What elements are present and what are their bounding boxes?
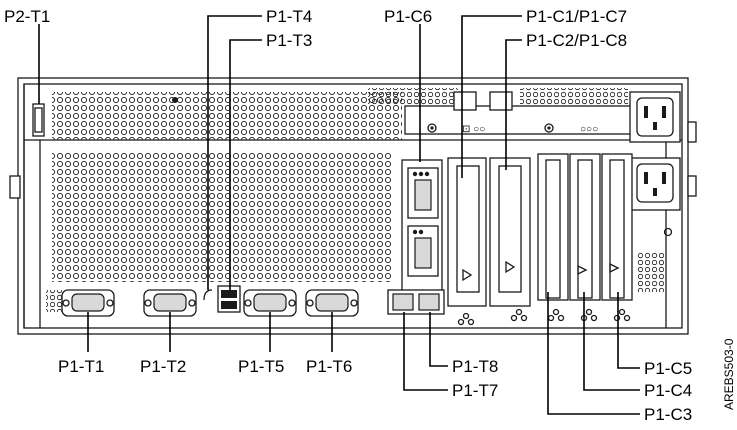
- lower-vent-grill: [52, 152, 392, 282]
- p1-c6-network-card: [402, 160, 442, 296]
- label-p1-c3: P1-C3: [644, 405, 692, 424]
- label-p1-c2-c8: P1-C2/P1-C8: [526, 31, 627, 50]
- label-p1-t4: P1-T4: [266, 7, 312, 26]
- slot-p1-c1-c7: [448, 158, 486, 306]
- label-p1-t5: P1-T5: [238, 357, 284, 376]
- ethernet-ports: [388, 290, 444, 314]
- svg-text:○○○: ○○○: [580, 124, 598, 135]
- label-p1-t3: P1-T3: [266, 31, 312, 50]
- corner-vent: [46, 290, 62, 312]
- label-p1-t8: P1-T8: [452, 357, 498, 376]
- svg-text:⊡ ○○: ⊡ ○○: [462, 124, 485, 135]
- label-p1-t7: P1-T7: [452, 381, 498, 400]
- label-p1-t1: P1-T1: [58, 357, 104, 376]
- slot-p1-c5: [602, 154, 632, 300]
- label-p1-c6: P1-C6: [384, 7, 432, 26]
- power-inlet-top: [630, 92, 680, 142]
- slot-p1-c4: [570, 154, 600, 300]
- p2-t1-port: [33, 104, 44, 136]
- top-right-vent-strip: [520, 88, 628, 106]
- screw: [172, 97, 178, 103]
- label-p1-c4: P1-C4: [644, 381, 692, 400]
- pcie-slots: [448, 154, 632, 325]
- label-p1-c1-c7: P1-C1/P1-C7: [526, 7, 627, 26]
- top-vent-strip: [368, 88, 458, 106]
- label-p2-t1: P2-T1: [4, 7, 50, 26]
- slot-p1-c2-c8: [490, 158, 530, 306]
- label-p1-t2: P1-T2: [140, 357, 186, 376]
- right-handle-bottom: [688, 176, 696, 196]
- slot-p1-c3: [538, 154, 568, 300]
- upper-vent-grill: [52, 92, 402, 140]
- label-p1-t6: P1-T6: [306, 357, 352, 376]
- right-handle-top: [688, 122, 696, 142]
- left-handle: [10, 176, 20, 198]
- side-vent: [636, 252, 664, 292]
- label-p1-c5: P1-C5: [644, 359, 692, 378]
- figure-code: AREBS503-0: [722, 338, 736, 410]
